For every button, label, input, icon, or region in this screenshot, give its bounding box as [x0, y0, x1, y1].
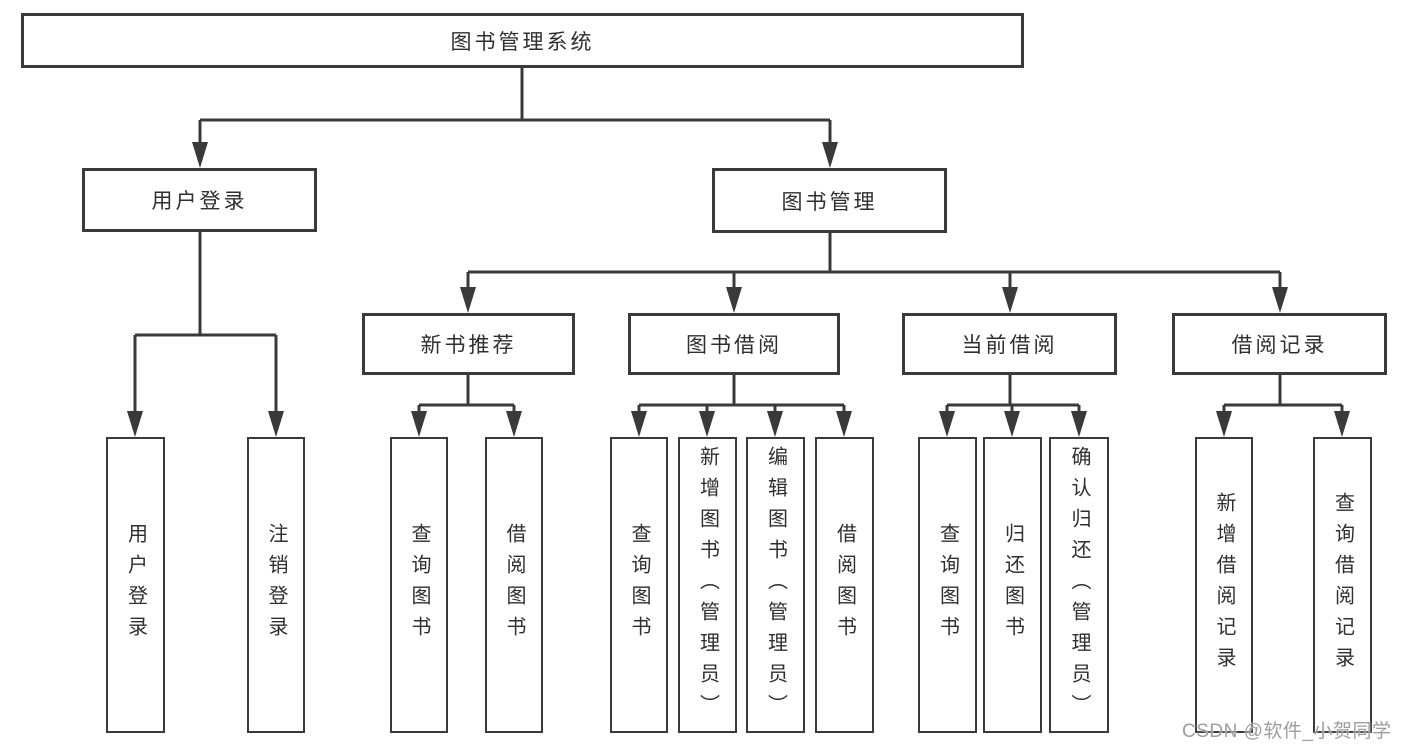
node-leaf-borrow-books-borrowing: 借阅图书 — [815, 437, 874, 733]
node-leaf-query-books-recommend: 查询图书 — [390, 437, 448, 733]
node-leaf-confirm-return-admin: 确认归还（管理员） — [1049, 437, 1109, 733]
arrowheads — [127, 142, 1350, 437]
node-leaf-edit-books-admin: 编辑图书（管理员） — [746, 437, 805, 733]
node-user-login: 用户登录 — [82, 168, 317, 232]
node-leaf-add-borrow-record: 新增借阅记录 — [1195, 437, 1253, 733]
watermark-csdn: CSDN @软件_小贺同学 — [1182, 721, 1392, 742]
node-new-book-recommend: 新书推荐 — [362, 313, 575, 375]
node-book-management: 图书管理 — [712, 168, 947, 233]
node-current-borrowing: 当前借阅 — [902, 313, 1117, 375]
node-leaf-logout: 注销登录 — [247, 437, 305, 733]
node-leaf-user-login: 用户登录 — [106, 437, 165, 733]
node-borrow-records: 借阅记录 — [1172, 313, 1387, 375]
node-leaf-query-borrow-record: 查询借阅记录 — [1313, 437, 1372, 733]
node-book-borrowing: 图书借阅 — [628, 313, 840, 375]
node-leaf-query-books-borrowing: 查询图书 — [610, 437, 668, 733]
node-library-system: 图书管理系统 — [21, 13, 1024, 68]
node-leaf-return-books: 归还图书 — [983, 437, 1042, 733]
node-leaf-query-books-current: 查询图书 — [918, 437, 977, 733]
node-leaf-add-books-admin: 新增图书（管理员） — [678, 437, 737, 733]
node-leaf-borrow-books-recommend: 借阅图书 — [485, 437, 543, 733]
